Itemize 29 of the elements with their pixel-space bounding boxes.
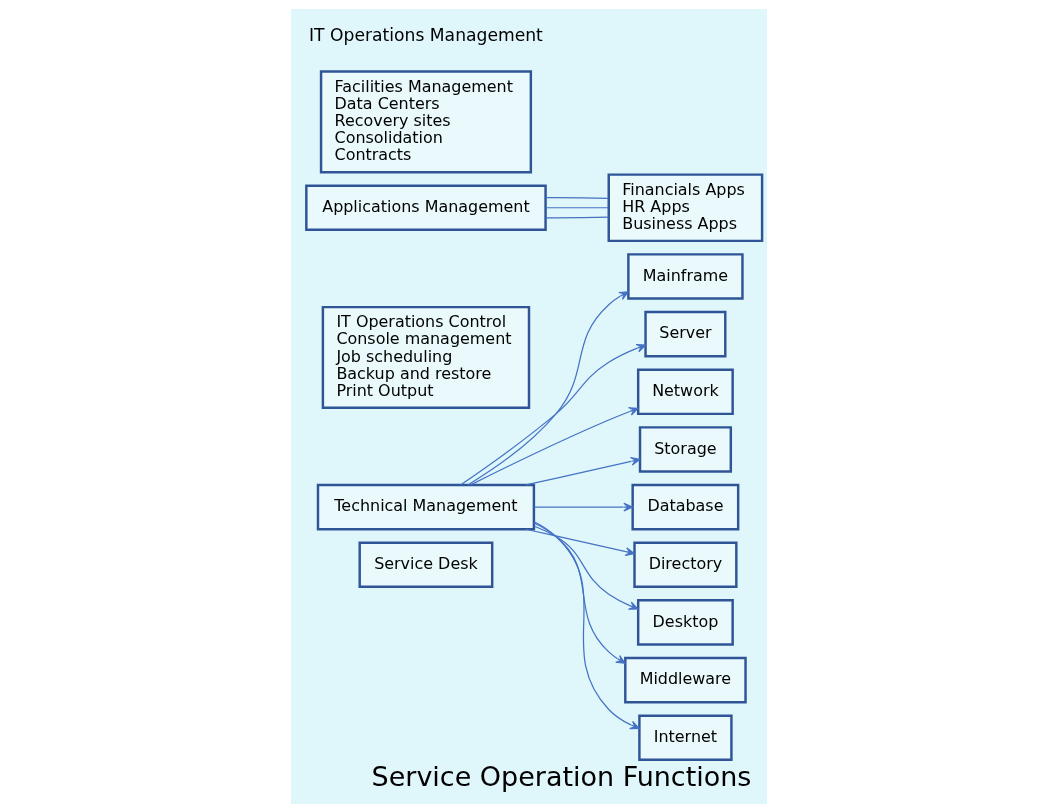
- arrow: [525, 456, 641, 486]
- label: IT Operations Management: [309, 24, 543, 45]
- node-box: Network: [636, 367, 734, 415]
- arrow: [525, 528, 635, 556]
- connector: [545, 206, 610, 208]
- connector: [545, 196, 610, 199]
- node-box: Desktop: [636, 598, 734, 646]
- node-box: Applications Management: [305, 183, 547, 231]
- node-box: Server: [644, 310, 727, 357]
- arrow: [533, 520, 640, 729]
- connector: [545, 215, 610, 218]
- node-box: Internet: [638, 713, 733, 761]
- arrow: [459, 343, 647, 486]
- node-box: Mainframe: [627, 252, 744, 300]
- node-box: Financials Apps HR Apps Business Apps: [607, 172, 764, 242]
- arrow: [467, 290, 629, 486]
- caption: Service Operation Functions: [371, 760, 752, 792]
- arrow: [533, 502, 634, 512]
- node-box: Facilities Management Data Centers Recovery sites Consolidation Contracts: [319, 69, 533, 173]
- node-box: Database: [631, 483, 740, 530]
- node-box: IT Operations Control Console management Job scheduling Backup and restore Print Output: [321, 305, 531, 409]
- node-box: Storage: [638, 425, 733, 473]
- arrow: [533, 524, 639, 610]
- node-box: Technical Management: [316, 483, 536, 530]
- arrow: [533, 521, 626, 664]
- node-box: Directory: [633, 540, 738, 588]
- arrow: [470, 406, 639, 485]
- node-box: Middleware: [624, 656, 747, 703]
- node-box: Service Desk: [358, 540, 494, 588]
